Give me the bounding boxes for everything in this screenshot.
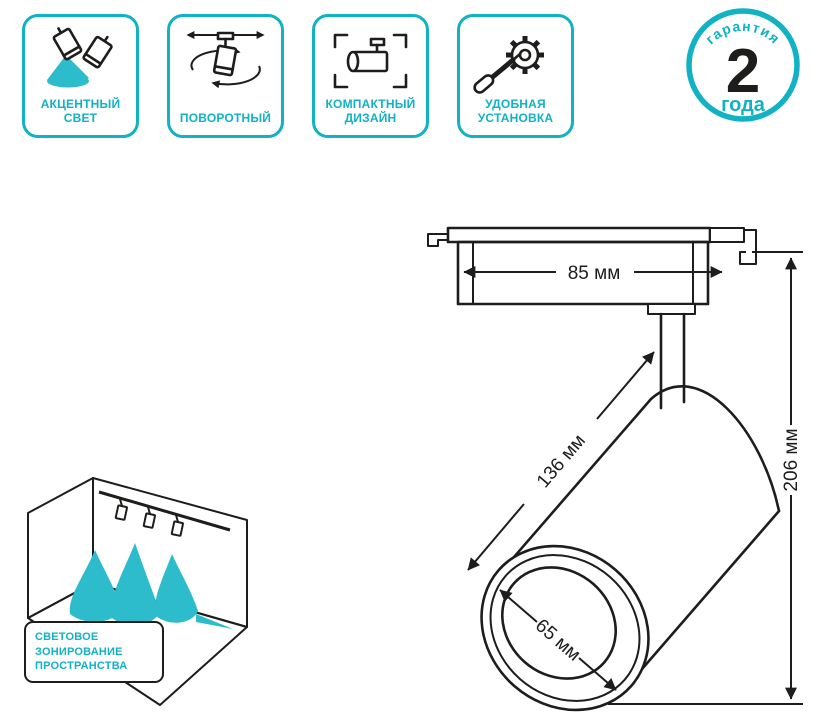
zoning-callout-line: ПРОСТРАНСТВА xyxy=(35,660,128,673)
feature-label-line: ПОВОРОТНЫЙ xyxy=(179,111,272,126)
feature-label-line: КОМПАКТНЫЙ xyxy=(325,97,416,112)
stem xyxy=(647,303,696,410)
feature-easy-installation: УДОБНАЯ УСТАНОВКА xyxy=(457,14,574,138)
ceiling-track xyxy=(98,490,231,532)
light-pools xyxy=(69,543,233,629)
dimension-body-length: 136 мм xyxy=(467,351,655,571)
dimension-track-width: 85 мм xyxy=(463,263,723,284)
zoning-callout-line: СВЕТОВОЕ xyxy=(35,631,99,643)
feature-rotatable: ПОВОРОТНЫЙ xyxy=(167,14,284,138)
feature-accent-light: АКЦЕНТНЫЙ СВЕТ xyxy=(22,14,139,138)
feature-label: ПОВОРОТНЫЙ xyxy=(179,111,272,126)
feature-label: КОМПАКТНЫЙ ДИЗАЙН xyxy=(325,97,416,126)
accent-light-icon xyxy=(47,27,113,88)
compact-design-icon xyxy=(333,33,408,89)
dimension-label: 206 мм xyxy=(781,428,802,491)
zoning-callout: СВЕТОВОЕ ЗОНИРОВАНИЕ ПРОСТРАНСТВА xyxy=(24,621,164,683)
dimension-total-height: 206 мм xyxy=(608,251,803,705)
room-illustration xyxy=(27,477,248,706)
feature-label-line: АКЦЕНТНЫЙ xyxy=(40,97,121,112)
easy-installation-icon xyxy=(473,36,544,94)
dimension-label: 85 мм xyxy=(568,263,621,284)
feature-label-line: УСТАНОВКА xyxy=(477,111,554,126)
warranty-unit: года xyxy=(721,94,766,116)
feature-label: АКЦЕНТНЫЙ СВЕТ xyxy=(40,97,121,126)
feature-badges: АКЦЕНТНЫЙ СВЕТ ПОВОРОТНЫЙ xyxy=(22,14,574,138)
feature-label: УДОБНАЯ УСТАНОВКА xyxy=(477,97,554,126)
rotatable-icon xyxy=(186,31,265,89)
feature-compact-design: КОМПАКТНЫЙ ДИЗАЙН xyxy=(312,14,429,138)
feature-label-line: УДОБНАЯ xyxy=(485,97,546,112)
warranty-badge: гарантия 2 года xyxy=(686,8,800,122)
track-adapter xyxy=(427,226,757,306)
zoning-callout-line: ЗОНИРОВАНИЕ xyxy=(35,645,123,658)
dimension-label: 136 мм xyxy=(533,431,590,493)
feature-label-line: СВЕТ xyxy=(63,111,98,126)
lamp-body xyxy=(480,385,781,712)
mini-track-lights xyxy=(114,498,184,537)
warranty-ring xyxy=(686,8,800,122)
feature-label-line: ДИЗАЙН xyxy=(344,111,397,126)
warranty-number: 2 xyxy=(726,37,760,106)
